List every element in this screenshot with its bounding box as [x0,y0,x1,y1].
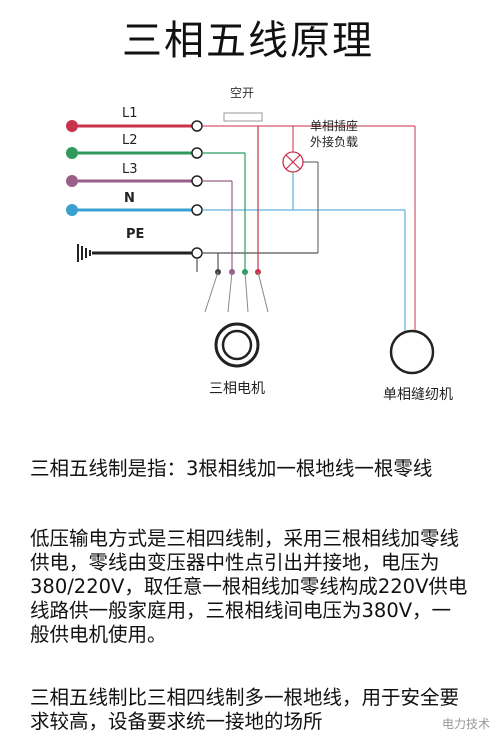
n-node [191,204,203,216]
l1-node [191,120,203,132]
n-terminal-dot [66,204,78,216]
single-phase-socket-label-line1: 单相插座 [310,118,358,133]
l2-terminal-dot [66,147,78,159]
page-title: 三相五线原理 [122,18,374,64]
low-voltage-paragraph: 低压输电方式是三相四线制，采用三根相线加零线供电，零线由变压器中性点引出并接地，… [30,527,468,646]
three-phase-motor-label: 三相电机 [209,381,265,397]
definition-paragraph: 三相五线制是指：3根相线加一根地线一根零线 [30,457,433,480]
pe-node [191,247,203,259]
lamp-cross-b [285,154,301,170]
motor-feed-wires [204,271,269,313]
three-phase-motor-inner [221,329,253,361]
sewing-machine-motor-icon [389,329,435,375]
l3-terminal-dot [66,175,78,187]
l1-label: L1 [122,106,138,121]
l2-node [191,147,203,159]
sewing-machine-label: 单相缝纫机 [383,387,453,403]
five-wire-comparison-paragraph: 三相五线制比三相四线制多一根地线，用于安全要求较高，设备要求统一接地的场所 [30,686,460,733]
l1-terminal-dot [66,120,78,132]
l3-node [191,175,203,187]
breaker-label: 空开 [230,86,254,100]
l2-label: L2 [122,133,138,148]
motor-terminals [215,269,261,275]
three-phase-five-wire-diagram: 空开 L1 L2 L3 N PE [66,86,453,403]
pe-label: PE [126,227,144,242]
watermark: 电力技术 [441,717,490,731]
single-phase-socket-label-line2: 外接负载 [310,134,358,149]
breaker-box [223,112,263,122]
l3-label: L3 [122,162,138,177]
n-label: N [124,191,135,206]
ground-icon [77,244,91,262]
